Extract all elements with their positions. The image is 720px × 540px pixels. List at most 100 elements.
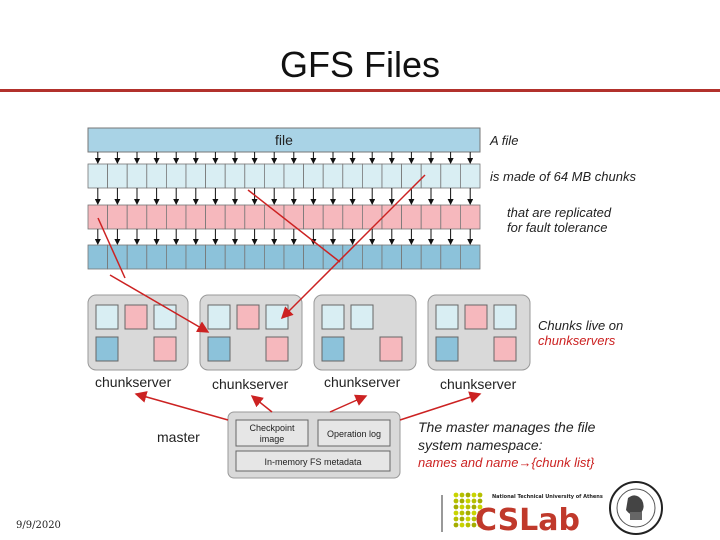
chunkserver-label-2: chunkserver [212, 376, 289, 392]
master-box: Checkpoint image Operation log In-memory… [227, 411, 401, 479]
university-seal-icon [609, 481, 663, 535]
chunk-pink [244, 204, 265, 230]
logo-dot [453, 510, 459, 516]
chunk-blue [303, 244, 324, 270]
replica-arrow-4 [247, 189, 341, 263]
master-label: master [157, 429, 200, 445]
replica-arrow-3 [280, 174, 426, 320]
annotation-a-file: A file [490, 133, 519, 148]
chunk-pink [146, 204, 167, 230]
metadata-label: In-memory FS metadata [264, 457, 361, 467]
title-divider [0, 89, 720, 92]
chunk-pink [420, 204, 442, 230]
chunk-blue [401, 244, 422, 270]
checkpoint-label-2: image [260, 434, 285, 444]
chunk-light [322, 163, 344, 189]
checkpoint-label-1: Checkpoint [249, 423, 295, 433]
chunk-blue [420, 244, 442, 270]
chunk-pink [165, 204, 187, 230]
chunk-pink [459, 204, 481, 230]
chunk-blue [459, 244, 481, 270]
file-label: file [275, 132, 293, 148]
chunk-light [342, 163, 363, 189]
chunkserver-label-4: chunkserver [440, 376, 517, 392]
chunk-blue [87, 244, 109, 270]
chunk-light [361, 163, 383, 189]
logo-dot [471, 510, 477, 516]
logo-dot [477, 492, 483, 498]
logo-dot [465, 498, 471, 504]
logo-dot [453, 492, 459, 498]
chunk-blue [440, 244, 461, 270]
chunk-light [440, 163, 461, 189]
chunk-pink [303, 204, 324, 230]
chunk-pink [126, 204, 148, 230]
chunk-light [205, 163, 226, 189]
logo-dot [477, 516, 483, 522]
chunk-blue [361, 244, 383, 270]
annotation-replicated-1: that are replicated [507, 205, 612, 220]
chunk-blue [244, 244, 265, 270]
oplog-label: Operation log [327, 429, 381, 439]
chunk-blue [205, 244, 226, 270]
chunk-blue [146, 244, 167, 270]
logo-brand: CSLab [475, 503, 580, 538]
chunkserver-4 [427, 294, 531, 371]
chunkserver-3 [313, 294, 417, 371]
chunk-pink [263, 204, 285, 230]
annotation-master-2: system namespace: [418, 437, 543, 453]
logo-dot [465, 510, 471, 516]
logo-dot [459, 516, 465, 522]
annotation-chunks: is made of 64 MB chunks [490, 169, 636, 184]
annotation-master-3: names and name→{chunk list} [418, 455, 595, 470]
chunk-pink [224, 204, 246, 230]
chunk-light [146, 163, 167, 189]
chunk-light [283, 163, 305, 189]
logo-dot [459, 498, 465, 504]
chunk-light [126, 163, 148, 189]
annotation-master-1: The master manages the file [418, 419, 596, 435]
chunk-pink [361, 204, 383, 230]
annotation-live-2: chunkservers [538, 333, 616, 348]
logo-dot [471, 492, 477, 498]
chunkserver-label-1: chunkserver [95, 374, 172, 390]
chunk-blue [107, 244, 128, 270]
logo-dot [471, 522, 477, 528]
replica-arrow-1 [97, 217, 126, 279]
chunk-light [459, 163, 481, 189]
chunk-light [303, 163, 324, 189]
logo-dot [453, 504, 459, 510]
chunk-pink [87, 204, 109, 230]
logo-dot [477, 504, 483, 510]
file-bar [87, 127, 481, 153]
logo-dot [465, 516, 471, 522]
slide-title: GFS Files [279, 44, 440, 85]
logo-dot [465, 522, 471, 528]
chunk-light [263, 163, 285, 189]
logo-dot [459, 522, 465, 528]
slide-date: 9/9/2020 [16, 520, 61, 531]
chunk-pink [342, 204, 363, 230]
master-link-3 [329, 394, 368, 413]
logo-dot [471, 498, 477, 504]
logo-dot [477, 522, 483, 528]
chunk-pink [107, 204, 128, 230]
chunk-pink [401, 204, 422, 230]
logo-university: National Technical University of Athens [492, 494, 603, 500]
chunk-blue [342, 244, 363, 270]
logo-dot [471, 504, 477, 510]
chunk-blue [381, 244, 403, 270]
chunk-arrows [94, 152, 474, 245]
chunk-pink [205, 204, 226, 230]
logo-dot [459, 510, 465, 516]
logo-dot [477, 510, 483, 516]
chunk-pink [322, 204, 344, 230]
logo-dot [453, 522, 459, 528]
chunk-light [224, 163, 246, 189]
chunk-row-light [87, 163, 481, 189]
annotation-replicated-2: for fault tolerance [507, 220, 608, 235]
chunk-blue [165, 244, 187, 270]
chunk-blue [283, 244, 305, 270]
logo-dot [465, 492, 471, 498]
